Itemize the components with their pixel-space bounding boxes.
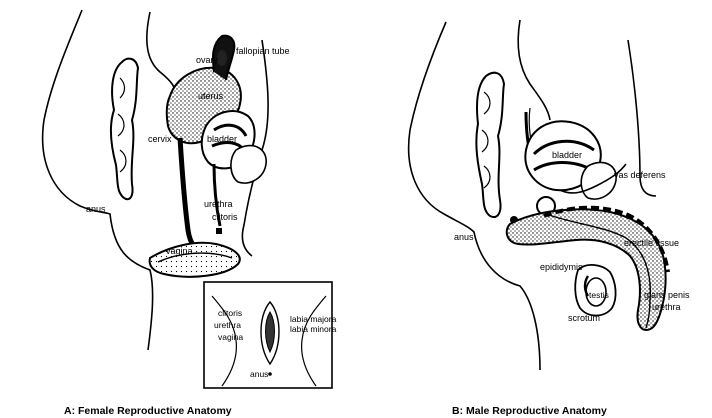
inset-label-labia-majora: labia majora: [290, 314, 337, 324]
label-fallopian-tube: fallopian tube: [236, 46, 290, 56]
female-rectum: [111, 59, 138, 200]
inset-label-anus: anus: [250, 369, 268, 379]
label-scrotum: scrotum: [568, 313, 600, 323]
female-pubic-bone: [231, 146, 266, 183]
female-clitoris-mark: [216, 228, 222, 234]
label-vagina: vagina: [166, 246, 193, 256]
female-inset: clitoris urethra vagina labia majora lab…: [204, 282, 337, 388]
label-cervix: cervix: [148, 134, 172, 144]
inset-anus-mark: [268, 372, 272, 376]
label-epididymis: epididymis: [540, 262, 583, 272]
label-vas-deferens: vas deferens: [614, 170, 666, 180]
caption-male: B: Male Reproductive Anatomy: [452, 405, 607, 417]
label-bladder-female: bladder: [207, 134, 237, 144]
label-anus-female: anus: [86, 204, 106, 214]
male-rectum: [476, 73, 504, 217]
inset-label-labia-minora: labia minora: [290, 324, 337, 334]
female-vagina-canal: [180, 138, 206, 252]
female-diagram: fallopian tube ovary uterus cervix bladd…: [43, 10, 337, 417]
inset-label-urethra: urethra: [214, 320, 241, 330]
label-urethra-male: urethra: [652, 302, 681, 312]
female-body-outline-front: [147, 12, 176, 100]
caption-female: A: Female Reproductive Anatomy: [64, 405, 232, 417]
female-ovary: [217, 50, 227, 66]
label-erectile-tissue: erectile tissue: [624, 238, 679, 248]
label-testis: testis: [589, 290, 609, 300]
label-anus-male: anus: [454, 232, 474, 242]
label-bladder-male: bladder: [552, 150, 582, 160]
label-uterus: uterus: [198, 91, 224, 101]
label-clitoris: clitoris: [212, 212, 238, 222]
female-body-outline-back: [43, 10, 153, 350]
label-ovary: ovary: [196, 55, 219, 65]
male-body-outline-back: [409, 22, 540, 370]
inset-label-clitoris: clitoris: [218, 308, 242, 318]
label-glans-penis: glans penis: [644, 290, 690, 300]
male-diagram: bladder vas deferens anus erectile tissu…: [409, 20, 690, 417]
label-urethra-female: urethra: [204, 199, 233, 209]
male-body-outline-front: [518, 20, 550, 120]
inset-label-vagina: vagina: [218, 332, 243, 342]
male-pubic-bone: [581, 162, 616, 199]
